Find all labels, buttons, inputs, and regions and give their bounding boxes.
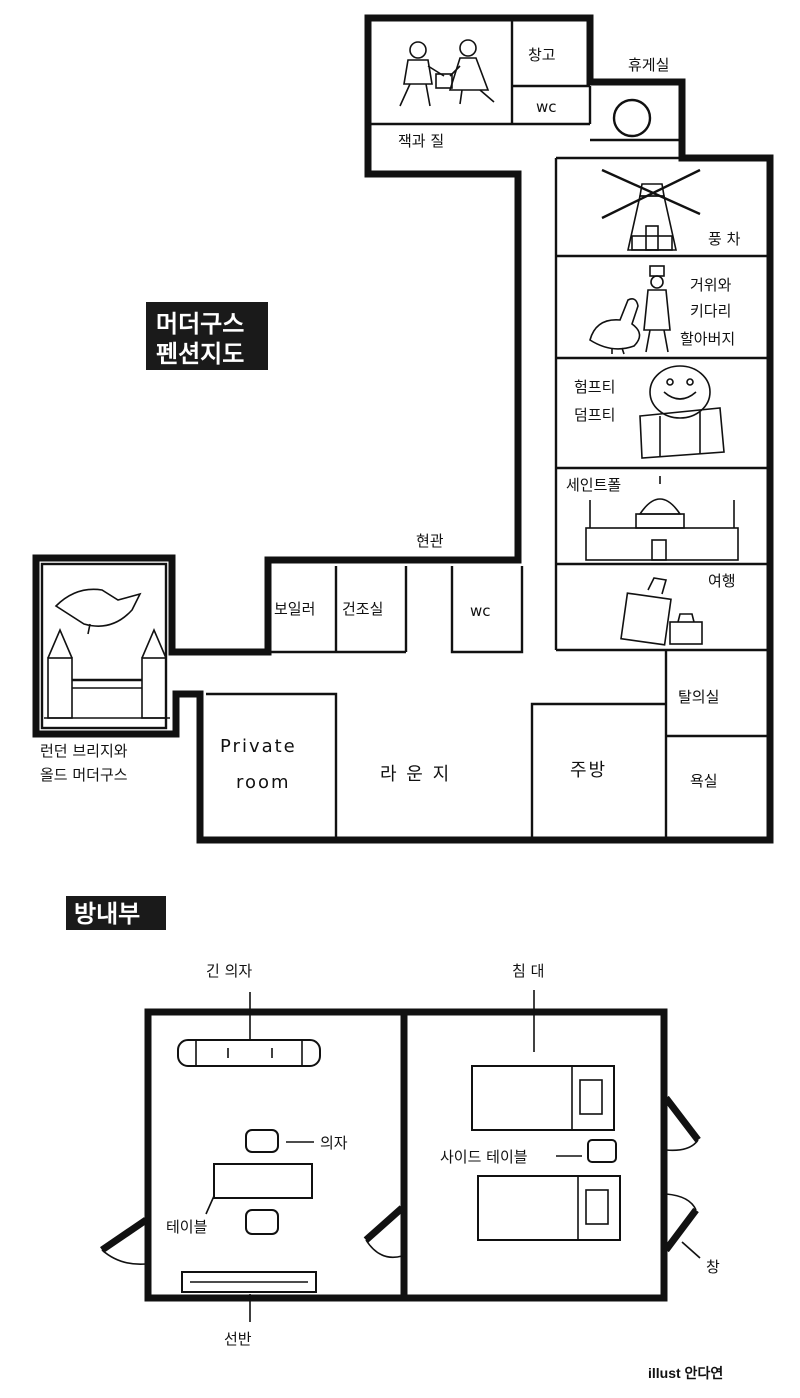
london-bridge-illustration	[44, 588, 170, 719]
label-goose-2: 키다리	[690, 302, 731, 320]
label-boiler: 보일러	[274, 600, 315, 618]
label-humpty-2: 덤프티	[574, 406, 615, 424]
line-kitchen	[530, 702, 666, 840]
humpty-dumpty-illustration	[639, 365, 725, 459]
label-drying: 건조실	[342, 600, 383, 618]
goose-and-old-man-illustration	[589, 265, 671, 355]
windmill-illustration	[601, 168, 701, 251]
leader-table	[205, 1195, 215, 1215]
map-title: 머더구스 펜션지도	[146, 302, 268, 370]
middle-door	[363, 1205, 405, 1259]
label-lounge-rest: 휴게실	[628, 56, 669, 74]
label-st-paul: 세인트폴	[566, 476, 621, 494]
label-table: 테이블	[166, 1218, 207, 1236]
floor-plan-labels: 창고 wc 잭과 질 휴게실 풍 차 거위와 키다리 할아버지 험프티 덤프티 …	[40, 46, 741, 793]
st-pauls-illustration	[585, 476, 739, 561]
label-entrance: 현관	[416, 532, 444, 550]
label-goose-1: 거위와	[690, 276, 732, 294]
label-london-1: 런던 브리지와	[40, 742, 128, 760]
line-london-inner	[40, 562, 168, 730]
label-travel: 여행	[708, 572, 736, 590]
label-bed: 침 대	[512, 962, 544, 980]
wall-top-annex	[32, 14, 774, 844]
map-title-line2: 펜션지도	[156, 340, 244, 368]
floor-plan	[32, 14, 774, 844]
label-storage: 창고	[528, 46, 556, 64]
bed-top	[471, 1065, 615, 1131]
jack-and-jill-illustration	[399, 39, 495, 107]
label-kitchen: 주방	[570, 760, 607, 781]
label-bath: 욕실	[690, 772, 718, 790]
left-door	[100, 1217, 148, 1266]
line-private	[206, 692, 338, 840]
table	[213, 1163, 313, 1199]
map-title-line1: 머더구스	[156, 310, 244, 338]
rest-stool-icon	[612, 98, 652, 138]
label-private-2: room	[236, 772, 291, 793]
illustrator-credit: illust 안다연	[648, 1365, 723, 1381]
suitcase-illustration	[620, 577, 703, 646]
side-table	[587, 1139, 617, 1163]
room-interior-title: 방내부	[66, 896, 166, 930]
line-wc-mid	[450, 566, 524, 654]
label-shelf: 선반	[224, 1330, 252, 1348]
leader-window	[681, 1241, 701, 1259]
label-side-table: 사이드 테이블	[440, 1148, 528, 1166]
bed-bottom	[477, 1175, 621, 1241]
label-long-chair: 긴 의자	[206, 962, 252, 980]
room-interior-plan: 긴 의자 침 대 의자 사이드 테이블 테이블 창 선반	[100, 962, 720, 1348]
label-goose-3: 할아버지	[680, 330, 735, 348]
long-chair	[177, 1039, 321, 1067]
label-jack-and-jill: 잭과 질	[398, 132, 444, 150]
label-windmill: 풍 차	[708, 230, 741, 248]
room-interior-title-text: 방내부	[74, 900, 140, 928]
label-window: 창	[706, 1258, 720, 1276]
chair-top	[245, 1129, 279, 1153]
label-private-1: Private	[220, 736, 297, 757]
right-window-top	[663, 1095, 701, 1152]
right-window-bottom	[663, 1193, 699, 1253]
label-powder: 탈의실	[678, 688, 719, 706]
label-wc-top: wc	[536, 98, 557, 116]
label-humpty-1: 험프티	[574, 378, 615, 396]
label-wc-mid: wc	[470, 602, 491, 620]
chair-bottom	[245, 1209, 279, 1235]
label-chair: 의자	[320, 1134, 348, 1152]
label-london-2: 올드 머더구스	[40, 766, 128, 784]
label-lounge: 라 운 지	[380, 764, 451, 785]
